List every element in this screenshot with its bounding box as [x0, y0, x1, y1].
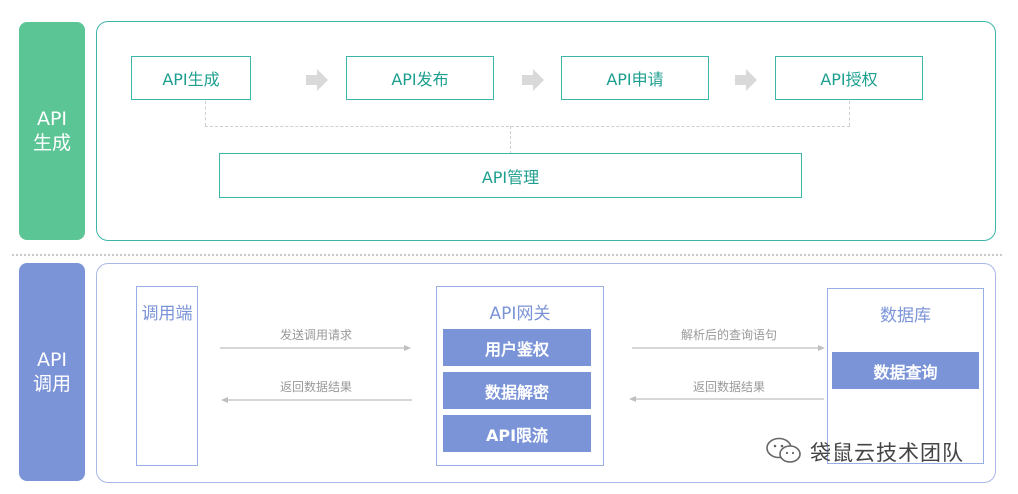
step-api-generate: API生成 [131, 56, 251, 100]
database-title: 数据库 [880, 306, 931, 326]
arrow-right-icon [735, 69, 757, 91]
step-api-apply: API申请 [561, 56, 709, 100]
dashed-connector [849, 101, 850, 126]
section-label-line2: 调用 [32, 373, 71, 395]
step-api-authorize: API授权 [775, 56, 923, 100]
section-label-line1: API [36, 108, 68, 130]
arrow-right-icon [632, 345, 825, 351]
section-label-api-invoke: API 调用 [19, 263, 85, 481]
database-function-query: 数据查询 [832, 352, 979, 389]
step-api-publish: API发布 [346, 56, 494, 100]
gateway-title: API网关 [489, 304, 551, 324]
arrow-right-icon [220, 345, 411, 351]
label-return-data: 返回数据结果 [279, 380, 352, 394]
client-box: 调用端 [136, 286, 198, 466]
section-label-line2: 生成 [32, 132, 71, 154]
arrow-right-icon [306, 69, 328, 91]
api-generate-panel [96, 21, 996, 241]
arrow-left-icon [629, 396, 824, 402]
dashed-connector [205, 101, 206, 126]
dashed-connector [205, 126, 850, 127]
arrow-right-icon [522, 69, 544, 91]
arrow-left-icon [221, 397, 412, 403]
gateway-function-rate-limit: API限流 [443, 415, 591, 452]
api-management-box: API管理 [219, 153, 802, 198]
label-send-request: 发送调用请求 [279, 328, 352, 342]
gateway-function-auth: 用户鉴权 [443, 329, 591, 366]
gateway-function-decrypt: 数据解密 [443, 372, 591, 409]
section-separator [12, 254, 1002, 256]
wechat-icon [766, 437, 801, 463]
client-title: 调用端 [141, 304, 193, 324]
section-label-api-generate: API 生成 [19, 22, 85, 240]
section-label-line1: API [36, 349, 68, 371]
label-return-data-db: 返回数据结果 [692, 380, 765, 394]
dashed-connector [510, 126, 511, 154]
label-parsed-query: 解析后的查询语句 [680, 328, 777, 342]
watermark-text: 袋鼠云技术团队 [810, 441, 964, 465]
